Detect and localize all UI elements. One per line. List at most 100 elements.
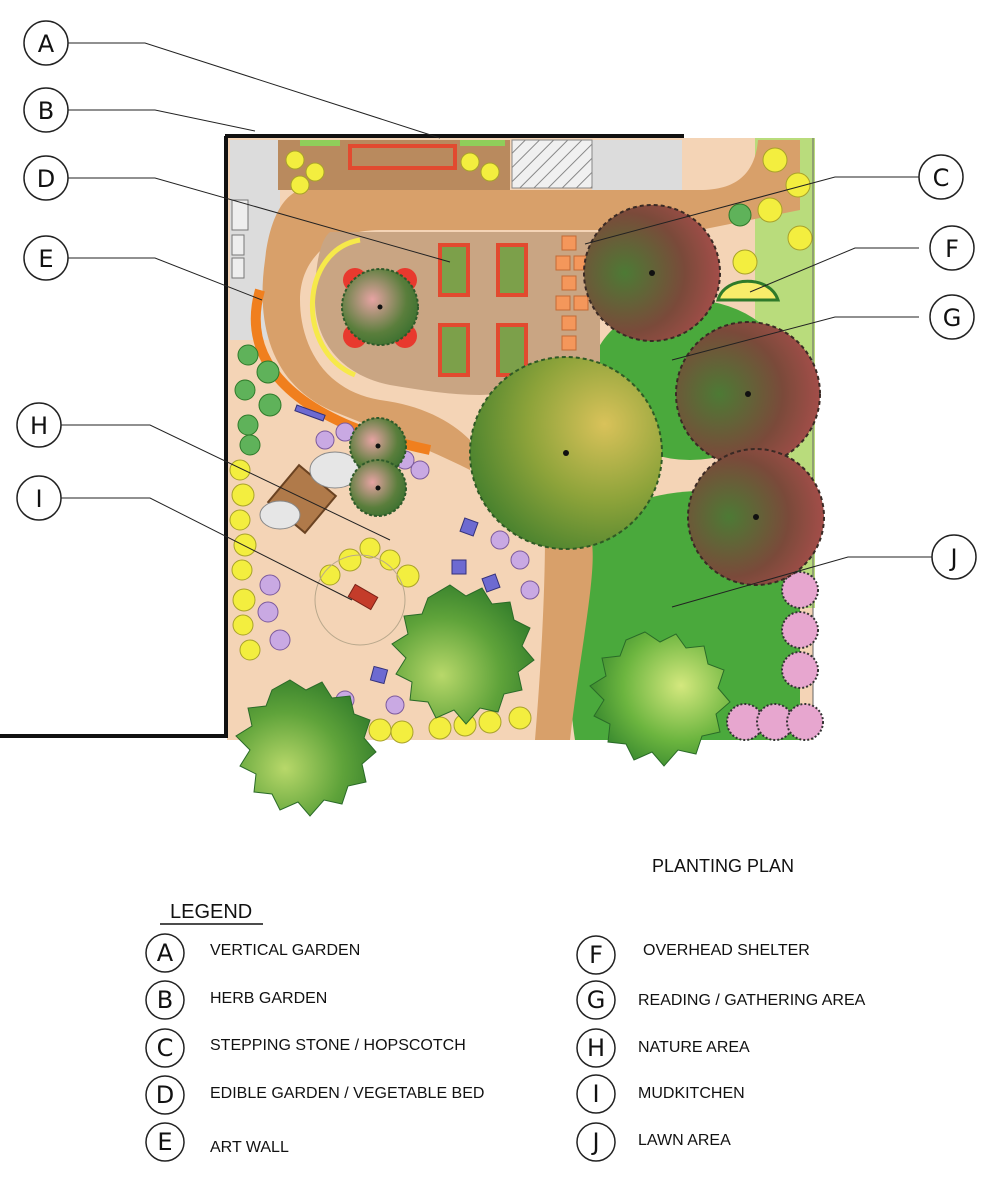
legend-item-i: I MUDKITCHEN: [576, 1074, 745, 1114]
leader-line-b: [68, 109, 256, 132]
legend-label: READING / GATHERING AREA: [638, 992, 866, 1009]
shrub: [338, 548, 362, 572]
legend-title: LEGEND: [170, 901, 252, 923]
mudkitchen: [314, 554, 406, 646]
leader-lines: [61, 42, 932, 608]
shrub: [390, 720, 414, 744]
seat-block: [294, 404, 326, 422]
shrub: [234, 379, 256, 401]
shrub: [732, 249, 758, 275]
shrub: [508, 706, 532, 730]
stepping-stone: [555, 255, 571, 271]
stepping-stone: [561, 275, 577, 291]
callout-d: D: [23, 155, 69, 201]
large-trees: [235, 204, 825, 817]
legend-key: H: [587, 1034, 605, 1062]
shrub: [237, 414, 259, 436]
tree-trunk: [375, 485, 381, 491]
shrub: [229, 459, 251, 481]
shrub: [385, 695, 405, 715]
callout-g: G: [929, 294, 975, 340]
callout-i: I: [16, 475, 62, 521]
tree-trunk: [745, 391, 751, 397]
overhead-shelter: [716, 279, 781, 302]
legend-label: MUDKITCHEN: [638, 1085, 745, 1102]
seat-block: [481, 573, 501, 593]
shrub: [480, 162, 500, 182]
shrub: [269, 629, 291, 651]
callout-markers: A B C D E F G H: [16, 20, 977, 580]
shrub: [315, 430, 335, 450]
shrub: [259, 574, 281, 596]
legend-label: EDIBLE GARDEN / VEGETABLE BED: [210, 1085, 484, 1102]
shrub: [762, 147, 788, 173]
callout-j: J: [931, 534, 977, 580]
shrub: [757, 197, 783, 223]
shrub: [232, 588, 256, 612]
tree-trunk: [377, 304, 383, 310]
tree-canopy-mudkitchen: [391, 584, 535, 725]
leader-line-e: [68, 257, 263, 301]
shrub: [258, 393, 282, 417]
shrub: [368, 718, 392, 742]
callout-h: H: [16, 402, 62, 448]
leader-line-c: [584, 176, 919, 245]
mudkitchen-unit: [347, 583, 379, 611]
legend: LEGEND A VERTICAL GARDEN B HERB GARDEN C…: [145, 901, 866, 1162]
nature-stones: [259, 500, 301, 530]
vertical-garden-strip: [300, 140, 340, 146]
shrub: [232, 614, 254, 636]
legend-label: NATURE AREA: [638, 1039, 750, 1056]
tree-trunk: [375, 443, 381, 449]
legend-key: E: [157, 1128, 172, 1156]
callout-e: E: [23, 235, 69, 281]
vertical-garden-strip: [460, 140, 505, 146]
shrub: [319, 564, 341, 586]
shrub: [490, 530, 510, 550]
shrub: [787, 225, 813, 251]
art-wall-yellow: [310, 237, 361, 378]
callout-label: H: [30, 412, 48, 440]
legend-item-b: B HERB GARDEN: [145, 980, 327, 1020]
tree-trunk: [753, 514, 759, 520]
seat-block: [369, 665, 389, 685]
shrubs-yellow: [229, 147, 813, 744]
paved-step: [231, 234, 245, 256]
callout-label: B: [38, 97, 54, 125]
callout-label: C: [933, 164, 950, 192]
tree-canopy-south-west: [235, 679, 377, 817]
tree-trunk: [649, 270, 655, 276]
mudkitchen-area: [314, 554, 406, 646]
shrub: [520, 580, 540, 600]
shrub: [256, 360, 280, 384]
shrub: [233, 533, 257, 557]
callout-a: A: [23, 20, 69, 66]
leader-line-f: [749, 247, 919, 293]
paved-area-north: [592, 140, 682, 190]
shrub: [781, 571, 819, 609]
leader-line-i: [61, 497, 353, 601]
vegetable-beds: [438, 243, 528, 377]
shrub: [428, 716, 452, 740]
legend-item-e: E ART WALL: [145, 1122, 289, 1162]
shrubs-purple: [257, 422, 540, 715]
legend-key: A: [157, 939, 174, 967]
stepping-stone: [561, 335, 577, 351]
shrub: [237, 344, 259, 366]
paved-step: [231, 199, 249, 231]
leader-line-a: [68, 42, 441, 139]
leader-line-g: [671, 316, 919, 361]
shrub: [239, 639, 261, 661]
plan-title: PLANTING PLAN: [652, 856, 794, 876]
stepping-stone: [573, 295, 589, 311]
legend-label: LAWN AREA: [638, 1132, 731, 1149]
tree-trunk: [563, 450, 569, 456]
legend-item-j: J LAWN AREA: [576, 1122, 731, 1162]
legend-key: J: [590, 1128, 599, 1156]
legend-item-a: A VERTICAL GARDEN: [145, 933, 360, 973]
shrub: [410, 460, 430, 480]
shrub: [290, 175, 310, 195]
shrub: [359, 537, 381, 559]
stepping-stone: [561, 235, 577, 251]
vegetable-bed: [438, 243, 470, 297]
